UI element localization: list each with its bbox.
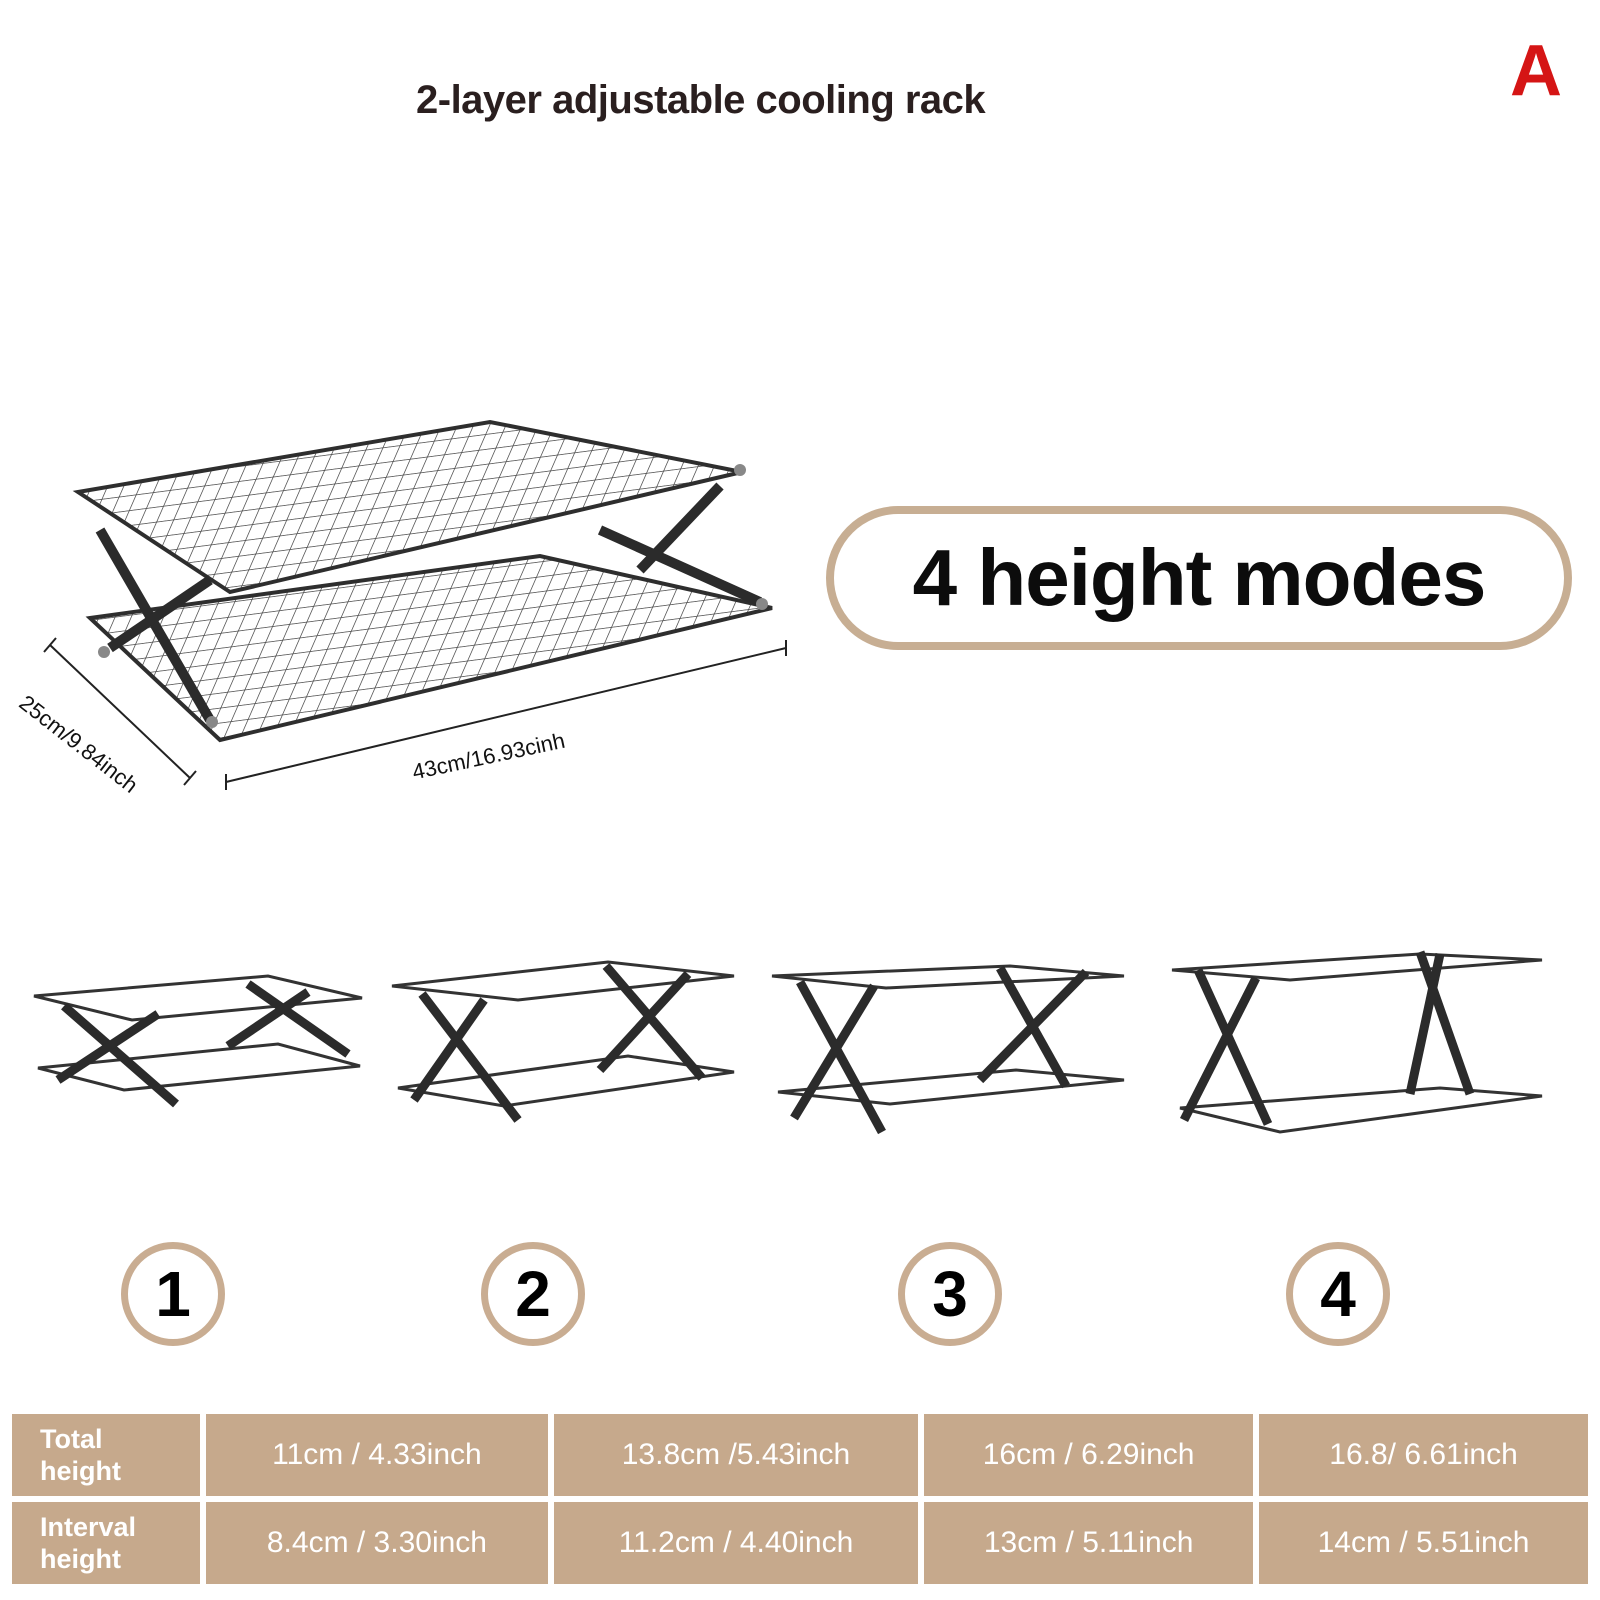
- interval-height-mode-3: 13cm / 5.11inch: [924, 1502, 1254, 1584]
- interval-height-mode-2: 11.2cm / 4.40inch: [553, 1502, 919, 1584]
- interval-height-mode-4: 14cm / 5.51inch: [1259, 1502, 1588, 1584]
- interval-height-label: Interval height: [12, 1502, 200, 1584]
- total-height-label: Total height: [12, 1414, 200, 1496]
- cooling-rack-image: [43, 419, 787, 790]
- variant-letter: A: [1510, 31, 1562, 111]
- mode-1-number: 1: [155, 1258, 191, 1330]
- interval-height-row: Interval height 8.4cm / 3.30inch 11.2cm …: [12, 1502, 1588, 1584]
- mode-3-image: [771, 964, 1125, 1135]
- mode-1-image: [33, 974, 363, 1108]
- mode-3-number: 3: [932, 1258, 968, 1330]
- mode-3-circle: 3: [898, 1242, 1002, 1346]
- mode-2-image: [391, 960, 735, 1123]
- height-spec-table: Total height 11cm / 4.33inch 13.8cm /5.4…: [6, 1408, 1594, 1590]
- total-height-mode-3: 16cm / 6.29inch: [924, 1414, 1254, 1496]
- mode-4-number: 4: [1320, 1258, 1356, 1330]
- height-modes-text: 4 height modes: [912, 533, 1487, 622]
- interval-height-mode-1: 8.4cm / 3.30inch: [206, 1502, 548, 1584]
- mode-2-number: 2: [515, 1258, 551, 1330]
- total-height-mode-4: 16.8/ 6.61inch: [1259, 1414, 1588, 1496]
- mode-4-circle: 4: [1286, 1242, 1390, 1346]
- total-height-row: Total height 11cm / 4.33inch 13.8cm /5.4…: [12, 1414, 1588, 1496]
- height-modes-badge: 4 height modes: [826, 506, 1572, 650]
- mode-2-circle: 2: [481, 1242, 585, 1346]
- total-height-mode-1: 11cm / 4.33inch: [206, 1414, 548, 1496]
- mode-4-image: [1171, 950, 1543, 1134]
- mode-1-circle: 1: [121, 1242, 225, 1346]
- total-height-mode-2: 13.8cm /5.43inch: [553, 1414, 919, 1496]
- page-title: 2-layer adjustable cooling rack: [416, 78, 986, 122]
